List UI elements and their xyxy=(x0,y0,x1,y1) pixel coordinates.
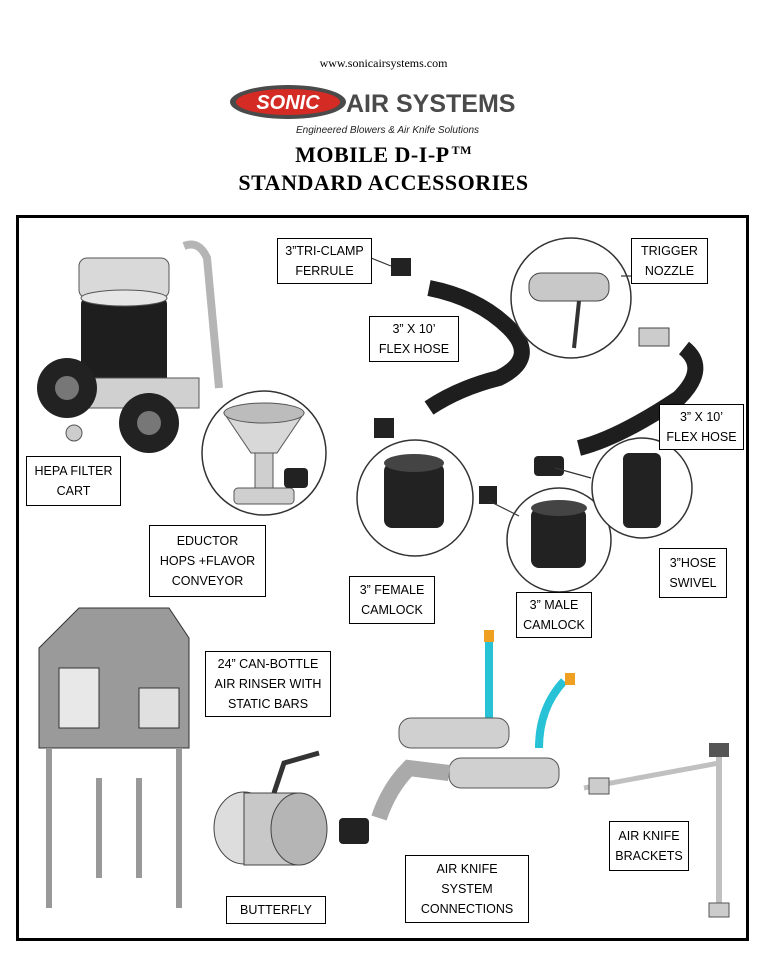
logo-tagline: Engineered Blowers & Air Knife Solutions xyxy=(296,125,479,136)
logo-badge xyxy=(236,89,340,115)
logo-graphic: SONIC AIR SYSTEMS Engineered Blowers & A… xyxy=(230,85,515,136)
company-logo: SONIC AIR SYSTEMS Engineered Blowers & A… xyxy=(228,82,538,138)
label-hepa-filter-cart: HEPA FILTER CART xyxy=(26,456,121,506)
label-female-camlock: 3” FEMALE CAMLOCK xyxy=(349,576,435,624)
air-knife-connections-illustration xyxy=(339,630,575,844)
trademark-symbol: TM xyxy=(451,142,472,157)
label-air-knife-brackets: AIR KNIFE BRACKETS xyxy=(609,821,689,871)
air-knife-brackets-illustration xyxy=(583,743,730,918)
label-air-knife-connections: AIR KNIFE SYSTEM CONNECTIONS xyxy=(405,855,529,923)
label-flex-hose-1: 3” X 10’ FLEX HOSE xyxy=(369,316,459,362)
title-main: MOBILE D-I-P xyxy=(295,142,450,167)
label-hose-swivel: 3”HOSE SWIVEL xyxy=(659,548,727,598)
male-camlock-illustration xyxy=(506,487,612,593)
air-rinser-illustration xyxy=(38,607,190,908)
flex-hoses-illustration xyxy=(374,237,704,504)
accessories-illustration xyxy=(37,237,730,918)
label-trigger-nozzle: TRIGGER NOZZLE xyxy=(631,238,708,284)
label-air-rinser: 24” CAN-BOTTLE AIR RINSER WITH STATIC BA… xyxy=(205,651,331,717)
hose-swivel-illustration xyxy=(591,437,693,539)
pointer-lines xyxy=(370,257,670,517)
label-tri-clamp-ferrule: 3”TRI-CLAMP FERRULE xyxy=(277,238,372,284)
female-camlock-illustration xyxy=(356,439,474,557)
hepa-cart-illustration xyxy=(37,240,223,453)
accessories-frame: 3”TRI-CLAMP FERRULE TRIGGER NOZZLE 3” X … xyxy=(16,215,749,941)
label-butterfly: BUTTERFLY xyxy=(226,896,326,924)
label-eductor: EDUCTOR HOPS +FLAVOR CONVEYOR xyxy=(149,525,266,597)
eductor-illustration xyxy=(201,390,327,516)
logo-name-text: AIR SYSTEMS xyxy=(346,90,515,118)
butterfly-valve-illustration xyxy=(213,750,328,866)
website-url: www.sonicairsystems.com xyxy=(319,56,448,70)
label-flex-hose-2: 3” X 10’ FLEX HOSE xyxy=(659,404,744,450)
label-male-camlock: 3” MALE CAMLOCK xyxy=(516,592,592,638)
title-line-2: STANDARD ACCESSORIES xyxy=(238,170,529,195)
logo-brand-text: SONIC xyxy=(256,92,320,114)
